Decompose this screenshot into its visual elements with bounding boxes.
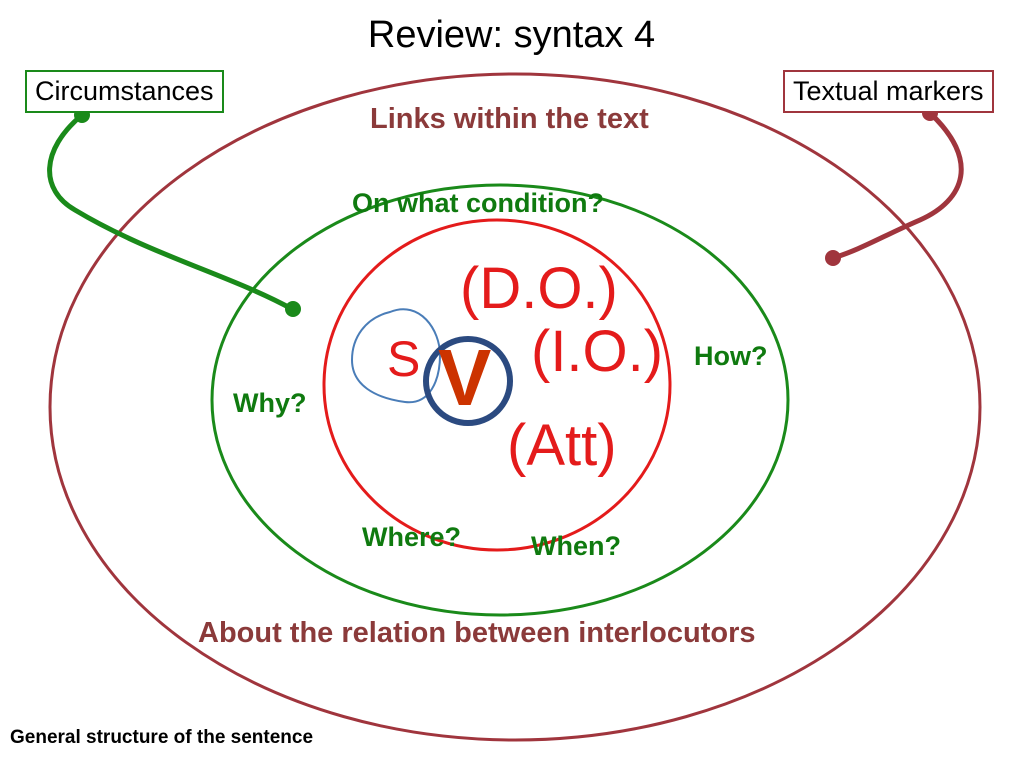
subject-blob <box>350 308 442 404</box>
question-condition: On what condition? <box>352 188 604 218</box>
circumstances-connector <box>47 112 295 312</box>
inner-ellipse <box>322 218 672 552</box>
question-how: How? <box>694 341 768 371</box>
textual-markers-connector-end-dot <box>825 250 841 266</box>
question-when: When? <box>531 531 621 561</box>
circumstances-box: Circumstances <box>25 70 224 113</box>
circumstances-connector-end-dot <box>285 301 301 317</box>
interlocutors-relation-label: About the relation between interlocutors <box>198 617 756 649</box>
links-within-text-label: Links within the text <box>370 103 649 135</box>
textual-markers-connector <box>830 110 964 261</box>
verb-label: V <box>438 333 492 422</box>
middle-ellipse <box>210 183 790 617</box>
subject-label: S <box>387 331 421 387</box>
outer-ellipse <box>48 72 982 742</box>
figure-caption: General structure of the sentence <box>10 727 314 748</box>
attribute-label: (Att) <box>507 413 617 478</box>
verb-circle <box>423 336 513 426</box>
direct-object-label: (D.O.) <box>460 256 618 321</box>
page-title: Review: syntax 4 <box>367 14 656 56</box>
question-why: Why? <box>233 388 307 418</box>
question-where: Where? <box>362 522 462 552</box>
indirect-object-label: (I.O.) <box>531 319 664 384</box>
textual-markers-box: Textual markers <box>783 70 994 113</box>
